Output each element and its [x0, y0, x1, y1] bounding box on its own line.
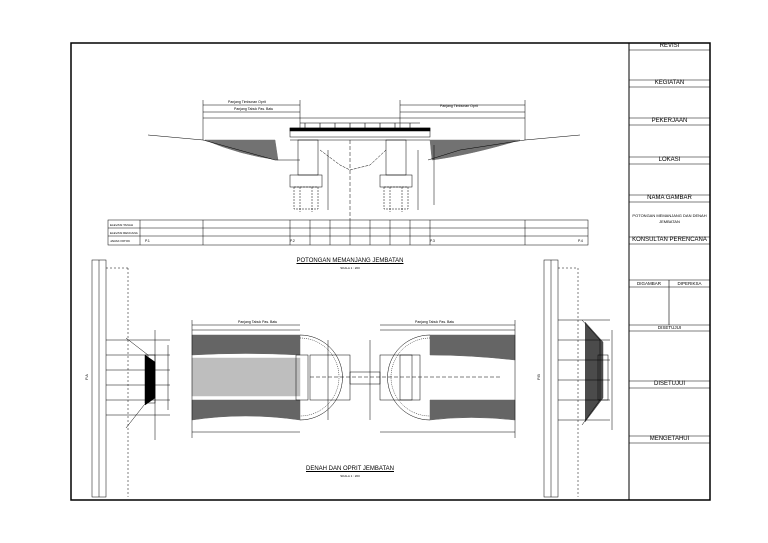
plan-dim-right-label: Panjang Tabuk Pas. Batu: [415, 320, 454, 324]
drawing-name-line2: JEMBATAN: [659, 219, 680, 224]
plan-scale: SKALA 1 : 200: [340, 474, 360, 478]
station-right-label: P.4: [578, 239, 583, 243]
disetujui-label-2: DISETUJUI: [653, 381, 685, 387]
station-mid2-label: P.3: [430, 239, 435, 243]
dim-tabuk-label: Panjang Tabuk Pas. Batu: [234, 107, 273, 111]
station-left-label: P.1: [145, 239, 150, 243]
plan-dim-left-label: Panjang Tabuk Pas. Batu: [238, 320, 277, 324]
diperiksa-label: DIPERIKSA: [677, 281, 702, 286]
plan-title: DENAH DAN OPRIT JEMBATAN: [305, 466, 394, 472]
disetujui-label: DISETUJUI: [657, 325, 682, 330]
right-cross-section: [543, 259, 613, 498]
konsultan-label: KONSULTAN PERENCANA: [632, 237, 707, 243]
digambar-label: DIGAMBAR: [636, 281, 661, 286]
left-cross-section: [91, 259, 170, 498]
dim-oprit-left-label: Panjang Timbunan Oprit: [228, 100, 266, 104]
drawing-name-line1: POTONGAN MEMANJANG DAN DENAH: [632, 213, 707, 218]
row-label-elevasi-tanah: ELEVASI TANAH: [110, 223, 133, 227]
kegiatan-label: KEGIATAN: [654, 80, 685, 86]
dim-oprit-right-label: Panjang Timbunan Oprit: [440, 104, 478, 108]
longitudinal-section: [107, 100, 589, 246]
station-mid1-label: P.2: [290, 239, 295, 243]
section-scale: SKALA 1 : 200: [340, 266, 360, 270]
mengetahui-label: MENGETAHUI: [649, 436, 690, 442]
nama-gambar-label: NAMA GAMBAR: [647, 195, 692, 201]
revisi-label: REVISI: [659, 43, 680, 49]
lokasi-label: LOKASI: [658, 157, 681, 163]
pekerjaan-label: PEKERJAAN: [651, 118, 688, 124]
left-side-label: P.A: [84, 374, 89, 380]
section-title: POTONGAN MEMANJANG JEMBATAN: [296, 258, 404, 264]
title-block-rules: [629, 49, 710, 444]
sheet-border: [70, 42, 711, 501]
right-side-label: P.B: [536, 374, 541, 380]
plan-view: [191, 320, 516, 438]
row-label-jarak-patok: JARAK PATOK: [110, 239, 130, 243]
row-label-elevasi-rencana: ELEVASI RENCANA: [110, 231, 138, 235]
